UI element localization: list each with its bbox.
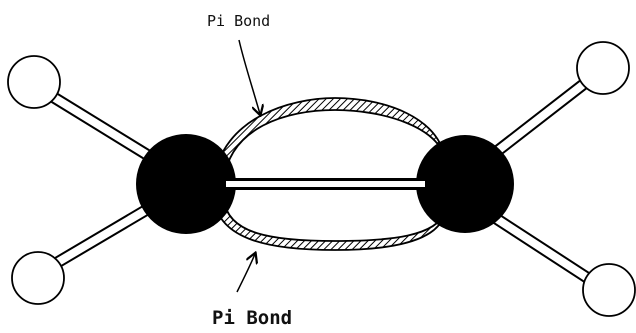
pi-bond-lobe-lower [212, 199, 446, 251]
ch-bonds [39, 67, 612, 296]
hydrogen-atoms [7, 41, 636, 317]
pi-bond-label-top: Pi Bond [207, 12, 270, 30]
carbon-atoms [136, 134, 514, 234]
hydrogen-atom-lower-right [582, 263, 636, 317]
hydrogen-atom-upper-left [7, 55, 61, 109]
arrow-top [238, 39, 260, 114]
hydrogen-atom-upper-right [576, 41, 630, 95]
carbon-atom-right [416, 135, 514, 233]
pi-bond-lobe-upper [212, 97, 446, 181]
hydrogen-atom-lower-left [11, 251, 65, 305]
pi-bond-label-bottom: Pi Bond [212, 307, 292, 329]
carbon-atom-left [136, 134, 236, 234]
label-top-group: Pi Bond [207, 12, 270, 114]
sigma-bond [226, 178, 425, 190]
arrow-bottom [236, 254, 255, 293]
label-bottom-group: Pi Bond [212, 254, 292, 329]
pi-bond-lobes [212, 97, 446, 251]
